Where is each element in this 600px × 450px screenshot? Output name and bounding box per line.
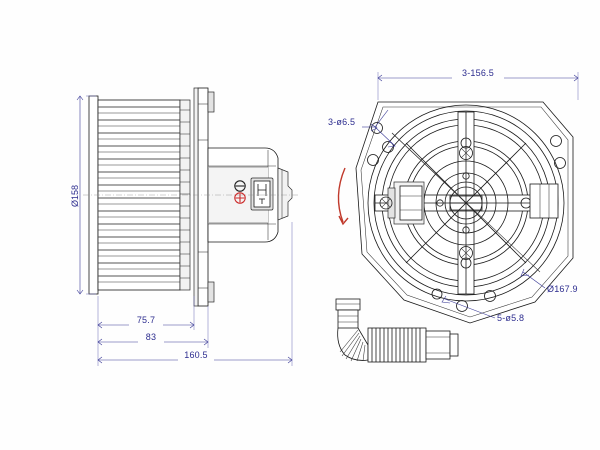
outlet-nozzle-body [425, 330, 451, 360]
flange-tab-top [207, 91, 215, 113]
ribbed-inlet-nozzle [335, 298, 361, 329]
shaft-end-cap [277, 167, 293, 221]
flange-mounting-holes [368, 123, 566, 312]
center-hub [424, 147, 508, 260]
mount-hole-8 [432, 289, 442, 299]
construction-diagonal-2 [391, 132, 467, 204]
hub-hole-bottom [463, 227, 469, 233]
fan-pleated-bend [338, 328, 368, 362]
mount-hole-3 [368, 155, 379, 166]
spoke-node-bottom [461, 258, 471, 268]
dimension-holes-5-d5-8: 5-ø5.8 [441, 295, 524, 323]
hub-retaining-screws [460, 147, 473, 260]
mount-hole-1 [372, 123, 383, 134]
dimension-diameter-158: Ø158 [70, 95, 96, 295]
dimension-label-160-5: 160.5 [184, 350, 208, 360]
hub-hole-left [437, 200, 443, 206]
dimension-label-5-d5-8: 5-ø5.8 [497, 313, 524, 323]
dimension-label-3-156-5: 3-156.5 [462, 68, 494, 78]
right-vent-box [529, 183, 559, 219]
screw-bottom [460, 247, 473, 260]
bend-inner [358, 328, 368, 360]
dimension-holes-3-d6-5: 3-ø6.5 [328, 109, 396, 148]
rotation-direction-arrow [337, 167, 349, 226]
mount-hole-5 [555, 158, 566, 169]
dimension-label-83: 83 [146, 332, 156, 342]
front-view-group: 3-156.5 3-ø6.5 Ø167.9 5-ø5.8 [328, 68, 579, 324]
side-view-group: Ø158 75.7 83 [70, 87, 300, 366]
cooling-port-neck [387, 187, 396, 219]
polarity-positive-symbol [234, 192, 246, 204]
flange-tab-bottom [207, 281, 215, 303]
hub-hole-top [463, 173, 469, 179]
flange-plate [197, 87, 209, 307]
wheel-blades [98, 106, 180, 283]
dimension-label-75-7: 75.7 [137, 315, 155, 325]
mount-hole-2 [383, 142, 394, 153]
spoke-node-top [461, 138, 471, 148]
cooling-port-screw [380, 197, 392, 209]
dimension-label-3-d6-5: 3-ø6.5 [328, 117, 355, 127]
inlet-nozzle-body [337, 309, 359, 329]
flange-inner-outline [360, 106, 569, 318]
end-cap-profile [277, 167, 293, 221]
outlet-nozzle-tip [449, 333, 459, 357]
connector-pin-lower [259, 199, 265, 204]
connector-pin-upper [258, 184, 266, 196]
housing-ring-outer [368, 105, 564, 301]
wheel-hub-ribs [180, 109, 190, 279]
polarity-negative-symbol [234, 180, 246, 192]
screw-top [460, 147, 473, 160]
flange-plate-edge [193, 87, 199, 307]
corrugated-flexible-tube [367, 327, 427, 363]
dimension-span-3-156-5: 3-156.5 [377, 68, 579, 100]
hub-bore-outer [445, 182, 487, 224]
dimension-diameter-167-9: Ø167.9 [520, 268, 578, 294]
mount-hole-4 [551, 136, 562, 147]
bend-outer [338, 328, 368, 360]
vent-box-body [529, 183, 559, 219]
flexible-hose-detail [335, 298, 459, 363]
dimension-label-diameter-158: Ø158 [70, 185, 80, 207]
inlet-nozzle-top [335, 298, 361, 311]
mounting-flange [193, 87, 215, 307]
corrugations [372, 328, 420, 362]
electrical-connector [234, 177, 274, 211]
mount-hole-6 [457, 301, 468, 312]
corrugated-body [367, 327, 427, 363]
mount-hole-7 [485, 291, 496, 302]
cooling-port-face [399, 185, 423, 221]
dimension-length-83: 83 [97, 306, 209, 348]
dimension-length-75-7: 75.7 [97, 296, 195, 330]
ribbed-outlet-nozzle [425, 330, 459, 360]
dimension-length-160-5: 160.5 [97, 222, 293, 366]
dimension-label-167-9: Ø167.9 [547, 284, 578, 294]
side-cooling-port [380, 181, 425, 225]
